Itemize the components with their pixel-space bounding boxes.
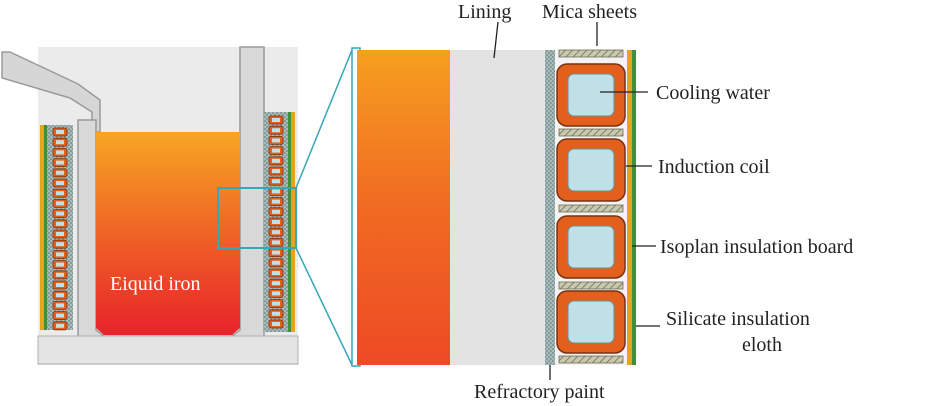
cooling-channel <box>272 260 280 265</box>
cooling-channel <box>272 240 280 245</box>
detail-mica-sheet <box>558 355 624 364</box>
label-cooling-water: Cooling water <box>656 82 770 104</box>
detail-silicate-cloth <box>632 50 636 365</box>
right-coil-stack <box>264 112 295 332</box>
detail-cooling-water-channel <box>567 225 615 269</box>
cooling-channel <box>56 221 64 226</box>
cooling-channel <box>56 242 64 247</box>
cooling-channel <box>56 201 64 206</box>
cooling-channel <box>272 148 280 153</box>
cooling-channel <box>272 189 280 194</box>
detail-cooling-water-channel <box>567 73 615 117</box>
cooling-channel <box>56 170 64 175</box>
cooling-channel <box>56 181 64 185</box>
cooling-channel <box>56 283 64 287</box>
detail-view <box>351 47 636 367</box>
label-isoplan-board: Isoplan insulation board <box>660 236 853 258</box>
cooling-channel <box>56 323 64 328</box>
cooling-channel <box>272 230 280 235</box>
cooling-channel <box>56 262 64 267</box>
cooling-channel <box>56 313 64 318</box>
label-silicate-cloth-line2: eloth <box>742 334 782 356</box>
detail-refractory-paint <box>545 50 555 365</box>
furnace-section: Eiquid iron <box>1 46 299 365</box>
cooling-channel <box>272 220 280 224</box>
cooling-channel <box>56 272 64 277</box>
cooling-channel <box>272 271 280 275</box>
left-coil-stack <box>40 125 73 331</box>
leader-lines <box>493 21 660 380</box>
cooling-channel <box>56 140 64 145</box>
detail-highlight-box <box>217 187 297 249</box>
furnace-base <box>37 335 299 365</box>
cooling-channel <box>272 169 280 173</box>
label-lining: Lining <box>458 1 511 23</box>
cooling-channel <box>272 138 280 143</box>
detail-cooling-water-channel <box>567 300 615 344</box>
callout-line-top <box>295 49 353 189</box>
cooling-channel <box>56 191 64 196</box>
cooling-channel <box>272 291 280 296</box>
cooling-channel <box>272 311 280 316</box>
label-mica-sheets: Mica sheets <box>542 1 637 23</box>
cooling-channel <box>56 160 64 165</box>
cooling-channel <box>272 199 280 204</box>
cooling-channel <box>56 303 64 308</box>
cooling-channel <box>56 150 64 155</box>
detail-mica-sheet <box>558 281 624 290</box>
cooling-channel <box>56 211 64 216</box>
detail-lining <box>450 50 545 365</box>
liquid-iron-label: Eiquid iron <box>110 273 201 295</box>
detail-isoplan-board <box>627 50 632 365</box>
detail-cooling-water-channel <box>567 148 615 192</box>
cooling-channel <box>56 232 64 236</box>
cooling-channel <box>272 209 280 214</box>
cooling-channel <box>272 118 280 122</box>
cooling-channel <box>272 322 280 326</box>
detail-mica-sheet <box>558 49 624 58</box>
cooling-channel <box>272 301 280 306</box>
liquid-iron <box>96 132 240 335</box>
cooling-channel <box>56 130 64 134</box>
cooling-channel <box>272 250 280 255</box>
cooling-channel <box>272 281 280 286</box>
detail-liquid-iron <box>357 50 450 365</box>
callout-line-bottom <box>295 247 353 366</box>
detail-mica-sheet <box>558 204 624 213</box>
cooling-channel <box>272 158 280 163</box>
cooling-channel <box>272 128 280 133</box>
cooling-channel <box>56 293 64 298</box>
label-refractory-paint: Refractory paint <box>474 381 605 403</box>
cooling-channel <box>272 179 280 184</box>
detail-mica-sheet <box>558 128 624 137</box>
label-induction-coil: Induction coil <box>658 156 770 178</box>
label-silicate-cloth-line1: Silicate insulation <box>666 308 810 330</box>
cooling-channel <box>56 252 64 257</box>
